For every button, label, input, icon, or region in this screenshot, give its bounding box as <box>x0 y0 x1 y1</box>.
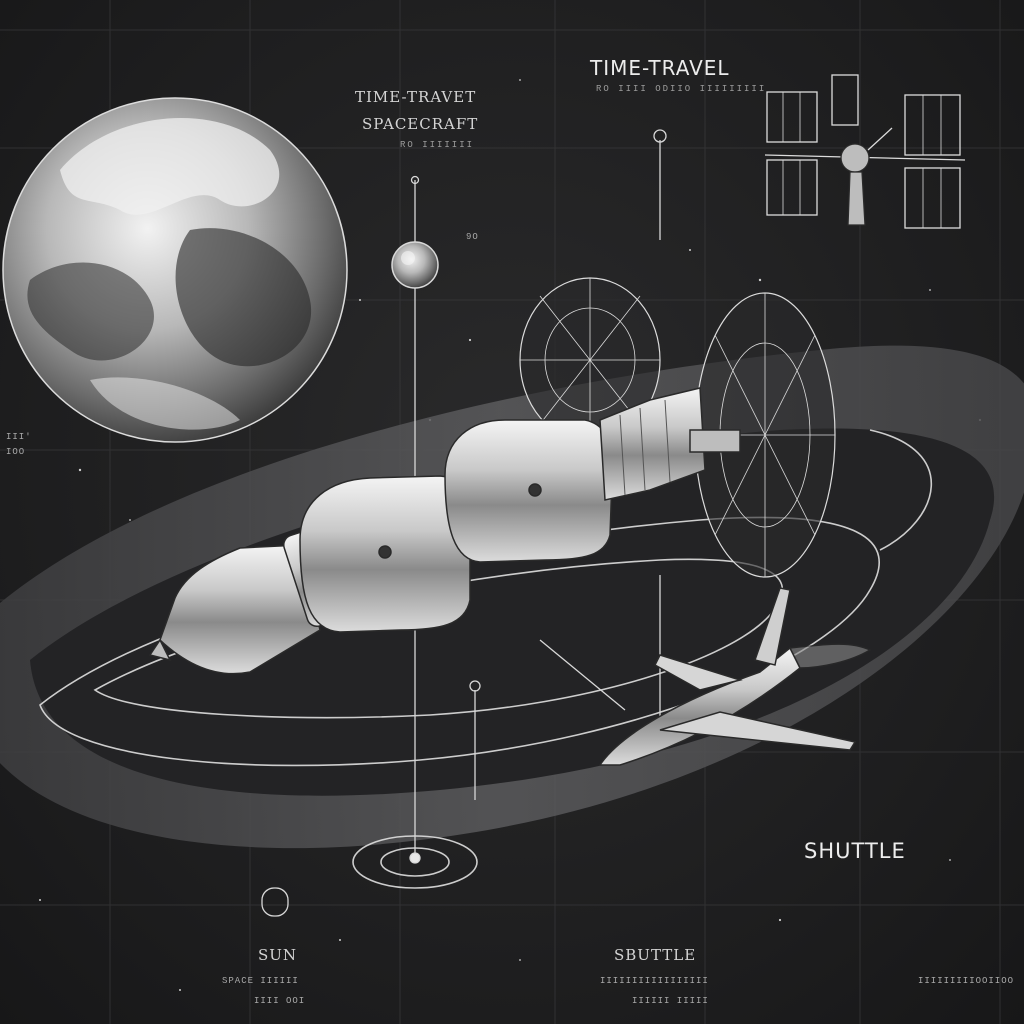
bottom-right-subtitle: IIIIIIIIIOOIIOO <box>918 976 1015 986</box>
left-margin-mark-1: III' <box>6 432 32 442</box>
time-travel-title: TIME-TRAVEL <box>590 56 730 80</box>
space-station <box>764 74 966 229</box>
left-margin-mark-2: IOO <box>6 447 26 457</box>
shuttle <box>598 587 872 766</box>
planet-earth <box>2 97 348 443</box>
bottom-shuttle-label: SBUTTLE <box>614 946 697 964</box>
spacecraft-subtitle: RO IIIIIII <box>400 140 475 150</box>
sun-subtitle-2: IIII OOI <box>254 996 306 1006</box>
spacecraft <box>148 387 741 675</box>
probe-sphere <box>391 241 439 289</box>
spacecraft-title-line-2: SPACECRAFT <box>362 115 479 133</box>
sun-label: SUN <box>258 946 298 964</box>
shuttle-label: SHUTTLE <box>804 839 906 863</box>
sun-subtitle-1: SPACE IIIIII <box>222 976 299 986</box>
bottom-shuttle-subtitle-1: IIIIIIIIIIIIIIIII <box>600 976 709 986</box>
bottom-shuttle-subtitle-2: IIIIII IIIII <box>632 996 709 1006</box>
time-travel-subtitle: RO IIII ODIIO IIIIIIIII <box>596 84 767 94</box>
mid-marker: 9O <box>466 232 479 242</box>
spacecraft-title-line-1: TIME-TRAVET <box>355 88 477 106</box>
